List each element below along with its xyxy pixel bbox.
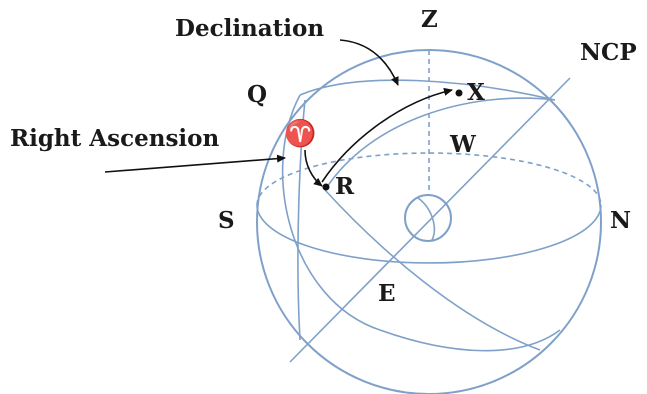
celestial-equator-back [299, 79, 556, 101]
hour-circle [297, 99, 306, 341]
label-declination: Declination [175, 15, 324, 42]
aries-symbol: ♈ [284, 118, 316, 149]
label-x: X [467, 79, 485, 106]
label-n: N [610, 207, 631, 234]
declination-arrow [339, 39, 399, 86]
label-zenith: Z [421, 6, 438, 33]
celestial-equator-front [281, 94, 561, 352]
polar-axis [289, 77, 571, 363]
earth [404, 194, 452, 242]
horizon-front [256, 204, 602, 264]
label-r: R [335, 173, 355, 200]
right-ascension-circle [324, 97, 556, 191]
earth-meridian [417, 197, 436, 241]
point-x [455, 89, 463, 97]
label-right-ascension: Right Ascension [10, 125, 219, 152]
label-w: W [449, 131, 477, 158]
arc-r-to-x-arrow [321, 87, 453, 183]
right-ascension-arrow [104, 154, 286, 173]
aries-to-r-arrow [304, 149, 323, 187]
declination-circle [324, 189, 541, 351]
label-e: E [378, 280, 396, 307]
label-ncp: NCP [580, 39, 637, 66]
label-s: S [218, 207, 235, 234]
point-r [322, 183, 330, 191]
label-q: Q [247, 81, 267, 108]
horizon-back [256, 152, 602, 206]
